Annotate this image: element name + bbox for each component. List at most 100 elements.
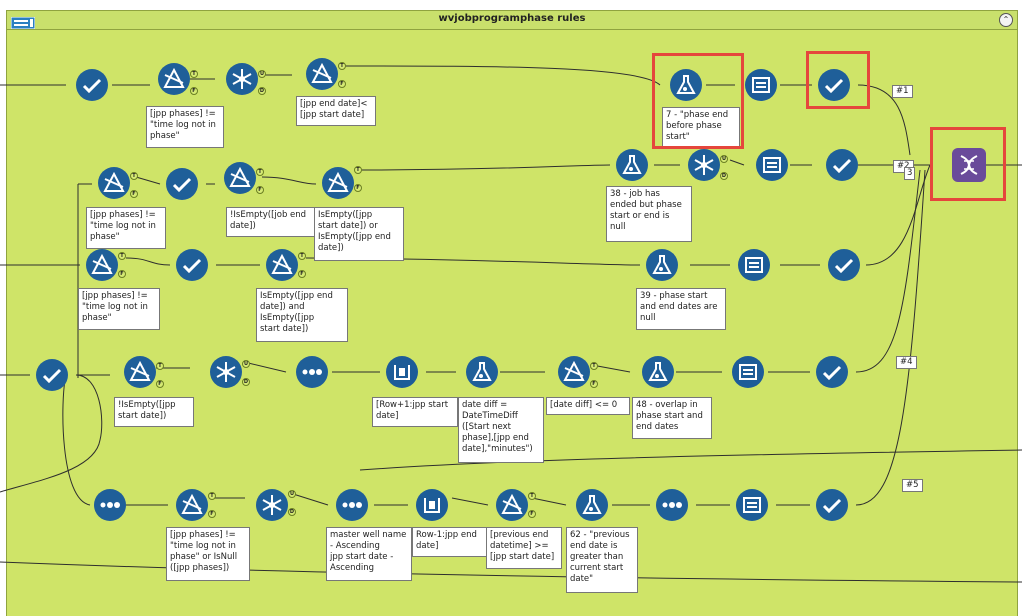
anchor-duplicate[interactable]: D <box>242 378 250 386</box>
anchor-true[interactable]: T <box>256 168 264 176</box>
dots-icon <box>662 502 682 508</box>
tool-annotation: [jpp phases] != "time log not in phase" <box>78 288 160 330</box>
anchor-false[interactable]: F <box>338 80 346 88</box>
unique-tool[interactable] <box>210 356 242 388</box>
checkmark-icon <box>822 365 842 381</box>
anchor-true[interactable]: T <box>156 362 164 370</box>
filter-tool[interactable] <box>558 356 590 388</box>
sample-tool[interactable] <box>656 489 688 521</box>
filter-tool[interactable] <box>322 167 354 199</box>
anchor-true[interactable]: T <box>528 492 536 500</box>
anchor-false[interactable]: F <box>590 380 598 388</box>
anchor-false[interactable]: F <box>190 87 198 95</box>
checkmark-icon <box>172 177 192 193</box>
select-records-tool[interactable] <box>816 489 848 521</box>
select-records-tool[interactable] <box>176 249 208 281</box>
filter-tool[interactable] <box>224 162 256 194</box>
anchor-true[interactable]: T <box>118 252 126 260</box>
filter-icon <box>271 253 293 274</box>
tool-annotation: IsEmpty([jpp start date]) or IsEmpty([jp… <box>314 207 404 261</box>
flask-icon <box>676 75 696 94</box>
formula-tool[interactable] <box>466 356 498 388</box>
formula-tool[interactable] <box>642 356 674 388</box>
select-records-tool[interactable] <box>36 359 68 391</box>
tool-annotation: !IsEmpty([jpp start date]) <box>114 397 194 427</box>
filter-tool[interactable] <box>124 356 156 388</box>
select-records-tool[interactable] <box>826 149 858 181</box>
sample-tool[interactable] <box>94 489 126 521</box>
anchor-unique[interactable]: U <box>242 360 250 368</box>
output-data-tool[interactable] <box>738 249 770 281</box>
anchor-false[interactable]: F <box>118 270 126 278</box>
anchor-false[interactable]: F <box>354 184 362 192</box>
anchor-false[interactable]: F <box>298 270 306 278</box>
anchor-true[interactable]: T <box>190 70 198 78</box>
anchor-false[interactable]: F <box>156 380 164 388</box>
select-records-tool[interactable] <box>76 69 108 101</box>
multi-row-formula-tool[interactable] <box>386 356 418 388</box>
snowflake-icon <box>216 362 236 382</box>
anchor-false[interactable]: F <box>528 510 536 518</box>
collapse-icon[interactable]: ⌃ <box>999 13 1013 27</box>
connection-tag: #4 <box>896 356 917 369</box>
checkmark-icon <box>834 258 854 274</box>
anchor-true[interactable]: T <box>298 252 306 260</box>
checkmark-icon <box>822 498 842 514</box>
filter-icon <box>181 493 203 514</box>
anchor-true[interactable]: T <box>338 62 346 70</box>
unique-tool[interactable] <box>688 149 720 181</box>
tool-annotation: [previous end datetime] >= [jpp start da… <box>486 527 562 569</box>
flask-icon <box>652 255 672 274</box>
anchor-duplicate[interactable]: D <box>720 172 728 180</box>
formula-tool[interactable] <box>616 149 648 181</box>
formula-tool[interactable] <box>646 249 678 281</box>
sample-tool[interactable] <box>336 489 368 521</box>
filter-tool[interactable] <box>98 167 130 199</box>
anchor-unique[interactable]: U <box>288 490 296 498</box>
filter-tool[interactable] <box>158 63 190 95</box>
anchor-false[interactable]: F <box>130 190 138 198</box>
select-records-tool[interactable] <box>166 168 198 200</box>
dots-icon <box>342 502 362 508</box>
tool-annotation: 38 - job has ended but phase start or en… <box>606 186 692 242</box>
select-records-tool[interactable] <box>818 69 850 101</box>
filter-tool[interactable] <box>306 58 338 90</box>
dots-icon <box>302 369 322 375</box>
select-records-tool[interactable] <box>828 249 860 281</box>
output-data-tool[interactable] <box>732 356 764 388</box>
anchor-true[interactable]: T <box>208 492 216 500</box>
filter-icon <box>311 62 333 83</box>
filter-tool[interactable] <box>176 489 208 521</box>
dots-icon <box>100 502 120 508</box>
anchor-true[interactable]: T <box>590 362 598 370</box>
output-data-tool[interactable] <box>736 489 768 521</box>
anchor-duplicate[interactable]: D <box>258 87 266 95</box>
filter-tool[interactable] <box>86 249 118 281</box>
anchor-false[interactable]: F <box>208 510 216 518</box>
anchor-unique[interactable]: U <box>720 155 728 163</box>
filter-tool[interactable] <box>266 249 298 281</box>
anchor-true[interactable]: T <box>130 172 138 180</box>
tool-annotation: 7 - "phase end before phase start" <box>662 107 740 149</box>
anchor-false[interactable]: F <box>256 186 264 194</box>
output-data-tool[interactable] <box>745 69 777 101</box>
unique-tool[interactable] <box>256 489 288 521</box>
unique-tool[interactable] <box>226 63 258 95</box>
container-titlebar[interactable]: wvjobprogramphase rules ⌃ <box>6 10 1018 30</box>
multi-row-formula-tool[interactable] <box>416 489 448 521</box>
union-tool[interactable] <box>952 148 986 182</box>
tool-annotation: IsEmpty([jpp end date]) and IsEmpty([jpp… <box>256 288 348 342</box>
formula-tool[interactable] <box>576 489 608 521</box>
highlight-box <box>930 127 1006 201</box>
tool-annotation: !IsEmpty([job end date]) <box>226 207 316 237</box>
anchor-duplicate[interactable]: D <box>288 508 296 516</box>
anchor-true[interactable]: T <box>354 166 362 174</box>
formula-tool[interactable] <box>670 69 702 101</box>
filter-tool[interactable] <box>496 489 528 521</box>
sample-tool[interactable] <box>296 356 328 388</box>
checkmark-icon <box>824 78 844 94</box>
filter-icon <box>103 171 125 192</box>
select-records-tool[interactable] <box>816 356 848 388</box>
anchor-unique[interactable]: U <box>258 70 266 78</box>
output-data-tool[interactable] <box>756 149 788 181</box>
